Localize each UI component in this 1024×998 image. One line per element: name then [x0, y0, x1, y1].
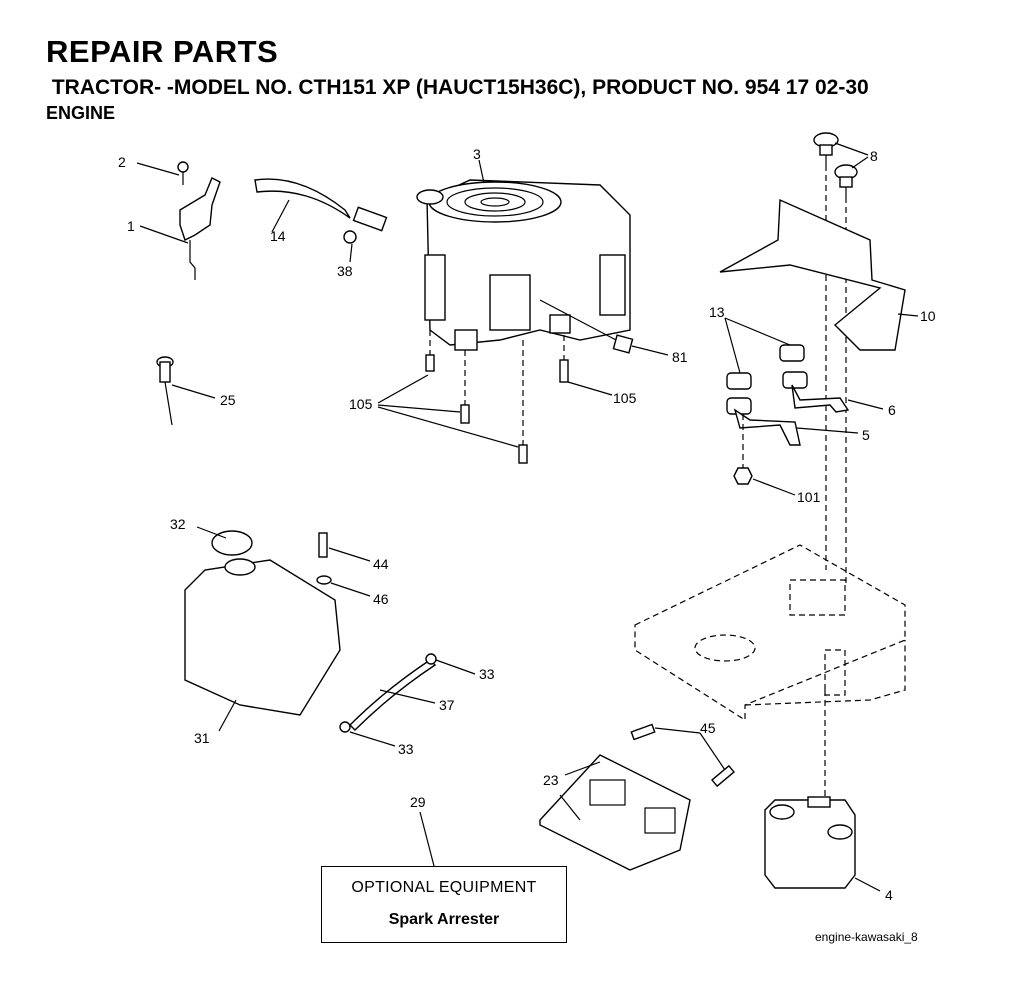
section-title: ENGINE	[46, 103, 116, 123]
callout-31: 31	[194, 730, 210, 746]
page-title: REPAIR PARTS	[46, 34, 279, 69]
part-25-dipstick	[156, 356, 174, 426]
part-5-exhaust-pipe	[733, 408, 801, 446]
callout-23: 23	[543, 772, 559, 788]
callout-32: 32	[170, 516, 186, 532]
callout-3: 3	[473, 146, 481, 162]
callout-38: 38	[337, 263, 353, 279]
callout-2: 2	[118, 154, 126, 170]
part-10-heat-shield	[719, 198, 906, 351]
callout-4: 4	[885, 887, 893, 903]
part-8-bolts	[813, 132, 858, 197]
callout-33-lower: 33	[398, 741, 414, 757]
part-6-exhaust-pipe	[791, 384, 850, 413]
part-33-clamp	[425, 653, 437, 665]
tractor-frame	[634, 544, 906, 722]
callout-10: 10	[920, 308, 936, 324]
part-14-fuel-line	[254, 178, 351, 219]
part-44-bolt	[318, 532, 328, 558]
part-13-gaskets	[726, 344, 808, 415]
callout-105-left: 105	[349, 396, 373, 412]
optional-equipment-title: OPTIONAL EQUIPMENT	[351, 879, 537, 896]
callout-81: 81	[672, 349, 688, 365]
spark-arrester-label: Spark Arrester	[388, 911, 500, 928]
part-46-washer	[316, 575, 332, 585]
part-33-clamp	[339, 721, 351, 733]
callout-6: 6	[888, 402, 896, 418]
callout-14: 14	[270, 228, 286, 244]
callout-101: 101	[797, 489, 821, 505]
part-23-muffler-bracket	[539, 754, 691, 871]
callout-25: 25	[220, 392, 236, 408]
part-105-bolts	[425, 354, 569, 464]
optional-equipment-box: OPTIONAL EQUIPMENT Spark Arrester	[321, 866, 567, 943]
part-81-fitting	[612, 334, 634, 354]
part-37-fuel-line	[349, 659, 437, 731]
part-101-nut	[733, 467, 753, 485]
callout-13: 13	[709, 304, 725, 320]
callout-44: 44	[373, 556, 389, 572]
part-3-engine	[416, 179, 631, 351]
model-subtitle: TRACTOR- -MODEL NO. CTH151 XP (HAUCT15H3…	[46, 76, 869, 99]
part-38-fuel-filter	[343, 206, 388, 244]
callout-5: 5	[862, 427, 870, 443]
drawing-code: engine-kawasaki_8	[815, 930, 918, 944]
callout-46: 46	[373, 591, 389, 607]
callout-8: 8	[870, 148, 878, 164]
part-31-fuel-tank	[184, 559, 341, 716]
callout-37: 37	[439, 697, 455, 713]
part-2-screw	[177, 161, 189, 185]
part-4-muffler	[764, 796, 856, 889]
part-45-bolts	[630, 723, 735, 788]
callout-33-upper: 33	[479, 666, 495, 682]
callout-1: 1	[127, 218, 135, 234]
callout-29: 29	[410, 794, 426, 810]
callout-105-right: 105	[613, 390, 637, 406]
callout-45: 45	[700, 720, 716, 736]
part-1-throttle-bracket	[179, 177, 221, 280]
